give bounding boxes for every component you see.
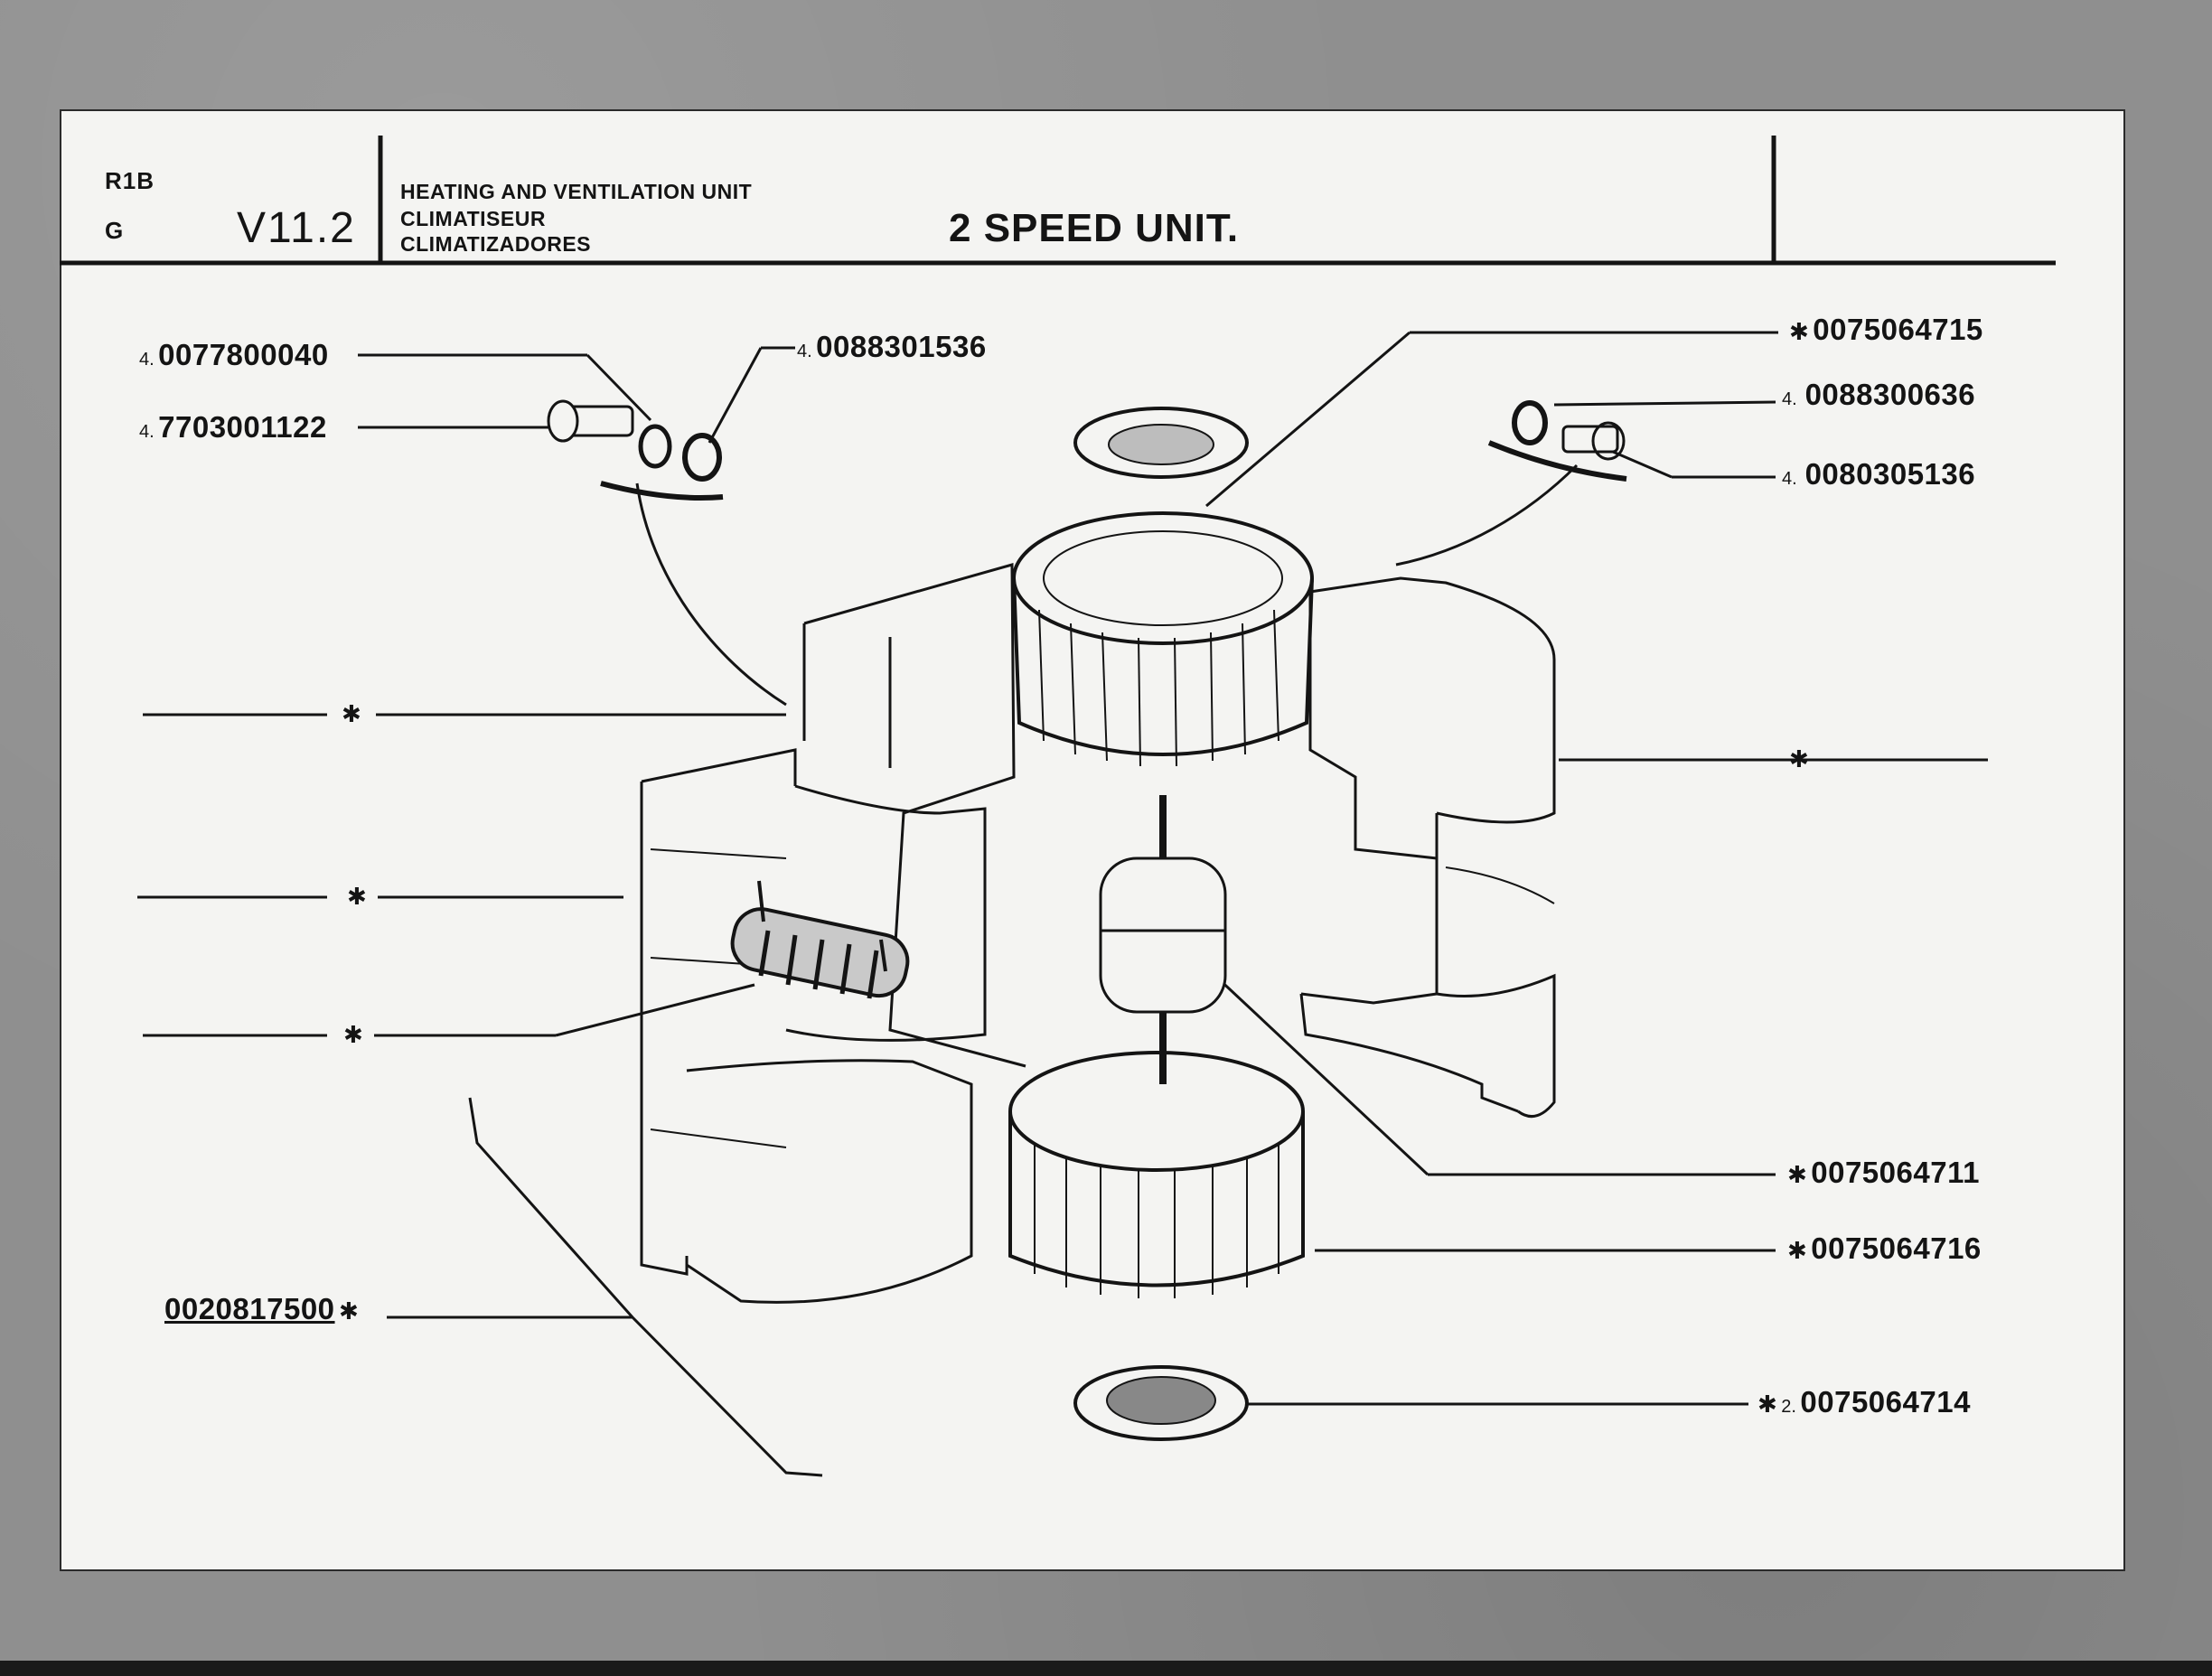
callout-right-6: ✱ 2. 0075064714 [1757,1385,1971,1419]
callout-left-top-2: 4. 7703001122 [139,410,327,445]
part-number: 0088300636 [1804,378,1976,411]
part-number: 0080305136 [1804,457,1976,491]
star-mark: ✱ [1787,1237,1807,1264]
plate-code: V11.2 [237,204,356,252]
callout-right-2: 4. 0088300636 [1782,378,1975,412]
star-mark: ✱ [1787,1161,1807,1188]
left-housing-lower-scroll [686,1059,973,1304]
category-english: HEATING AND VENTILATION UNIT [400,180,753,203]
screw-left-head [547,399,579,443]
housing-back-plate [803,563,1026,1068]
callout-right-1: ✱ 0075064715 [1789,313,1983,347]
upper-fan-body [1012,577,1314,756]
callout-qty: 4. [139,422,155,442]
star-mark: ✱ [338,1297,359,1325]
scan-bottom-edge [0,1661,2212,1676]
left-housing-upper-scroll [785,784,987,1042]
part-number: 0075064716 [1811,1231,1982,1265]
leader-right-2 [1553,400,1776,407]
screw-right-shape [1561,425,1619,454]
lower-fan-top-ring [1008,1051,1305,1172]
unlabeled-star-3: ✱ [343,1021,363,1048]
parts-sheet [60,109,2125,1571]
right-housing-upper [1309,576,1556,824]
washer-flat-left [682,433,722,482]
callout-qty: 4. [1782,469,1797,489]
callout-left-bottom: 0020817500 ✱ [164,1292,359,1326]
callout-qty: 4. [1782,389,1797,409]
callout-top-mid: 4. 0088301536 [797,330,987,364]
category-french: CLIMATISEUR [400,207,546,230]
leader-left-bottom-bracket [468,1097,823,1477]
page-title: 2 SPEED UNIT. [949,206,1240,250]
unlabeled-star-1: ✱ [342,700,361,727]
star-mark: ✱ [1757,1390,1777,1418]
unlabeled-star-4: ✱ [1789,745,1809,772]
filter-top-mesh [1108,424,1214,465]
part-number: 0020817500 [164,1292,335,1325]
category-spanish: CLIMATIZADORES [400,232,592,256]
callout-qty: 4. [139,350,155,370]
part-number: 0075064711 [1811,1156,1980,1189]
part-number: 7703001122 [158,410,327,444]
left-housing-plate [640,782,689,1276]
callout-right-3: 4. 0080305136 [1782,457,1975,492]
screw-right-head [1591,421,1626,461]
callout-right-5: ✱ 0075064716 [1787,1231,1982,1266]
leader-right-4-diag [1214,974,1429,1176]
leader-right-1-diag [1205,331,1411,508]
model-code-line2: G [105,217,125,244]
callout-left-top-1: 4. 0077800040 [139,338,329,372]
star-mark: ✱ [1789,318,1809,345]
motor-body [1099,857,1227,1014]
screw-path-left [635,482,787,707]
unlabeled-star-2: ✱ [347,883,367,910]
screw-path-right [1395,463,1579,566]
model-code-line1: R1B [105,167,155,194]
lower-fan-body [1008,1111,1305,1287]
leader-unlabeled-3-diag [555,983,755,1037]
filter-top-ring [1073,407,1249,479]
washer-spring-left [638,424,672,469]
mount-bracket-left [600,481,724,501]
filter-bottom-mesh [1106,1376,1216,1425]
right-housing-lower [1435,813,1556,1119]
leader-right-3-diag [1612,450,1673,479]
leader-top-mid-diag [708,347,763,444]
callout-qty: 4. [797,342,812,361]
callout-right-4: ✱ 0075064711 [1787,1156,1980,1190]
washer-right [1512,400,1548,445]
part-number: 0077800040 [158,338,329,371]
leader-left-top-1-diag [586,353,652,422]
upper-fan-top-ring [1012,511,1314,645]
filter-bottom-ring [1073,1365,1249,1441]
part-number: 0088301536 [816,330,987,363]
part-number: 0075064714 [1800,1385,1971,1419]
callout-qty: 2. [1781,1397,1796,1417]
upper-fan-inner-ring [1043,530,1283,626]
part-number: 0075064715 [1813,313,1983,346]
mount-bracket-right [1487,440,1627,482]
